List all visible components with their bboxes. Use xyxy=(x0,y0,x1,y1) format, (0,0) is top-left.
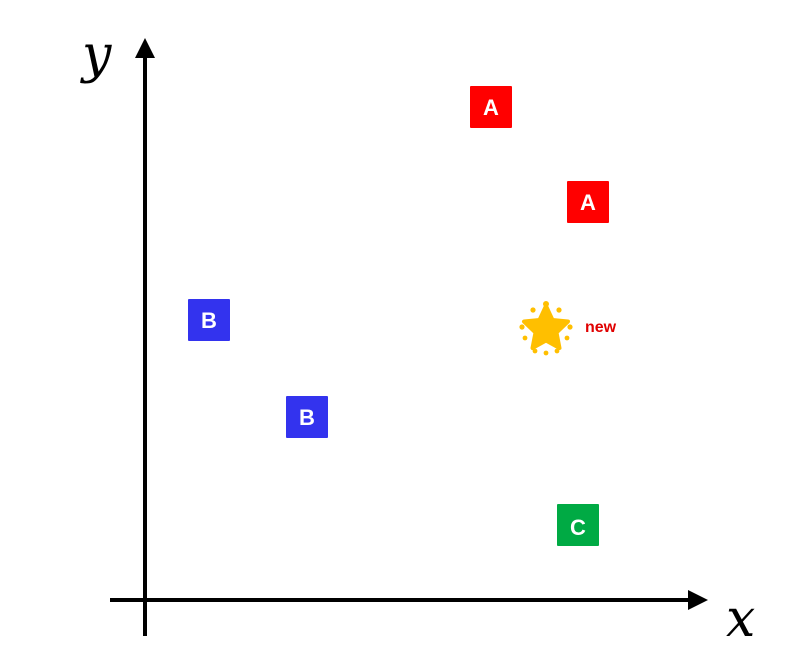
y-axis-title: y xyxy=(80,25,112,85)
point-a2-box xyxy=(567,181,609,223)
star-icon xyxy=(519,301,573,356)
point-b1-label: B xyxy=(201,308,217,333)
x-axis-arrowhead xyxy=(688,590,708,610)
point-b1-box xyxy=(188,299,230,341)
point-a1-box xyxy=(470,86,512,128)
new-point-label: new xyxy=(585,319,617,336)
y-axis-arrowhead xyxy=(135,38,155,58)
point-c1-label: C xyxy=(570,515,586,540)
point-a1-label: A xyxy=(483,95,499,120)
point-a2: A xyxy=(567,181,609,223)
point-b1: B xyxy=(188,299,230,341)
point-a1: A xyxy=(470,86,512,128)
new-point: new xyxy=(519,301,617,356)
point-b2: B xyxy=(286,396,328,438)
point-a2-label: A xyxy=(580,190,596,215)
point-c1: C xyxy=(557,504,599,546)
point-b2-label: B xyxy=(299,405,315,430)
point-b2-box xyxy=(286,396,328,438)
point-c1-box xyxy=(557,504,599,546)
x-axis-title: x xyxy=(726,589,755,649)
axes xyxy=(110,38,708,636)
